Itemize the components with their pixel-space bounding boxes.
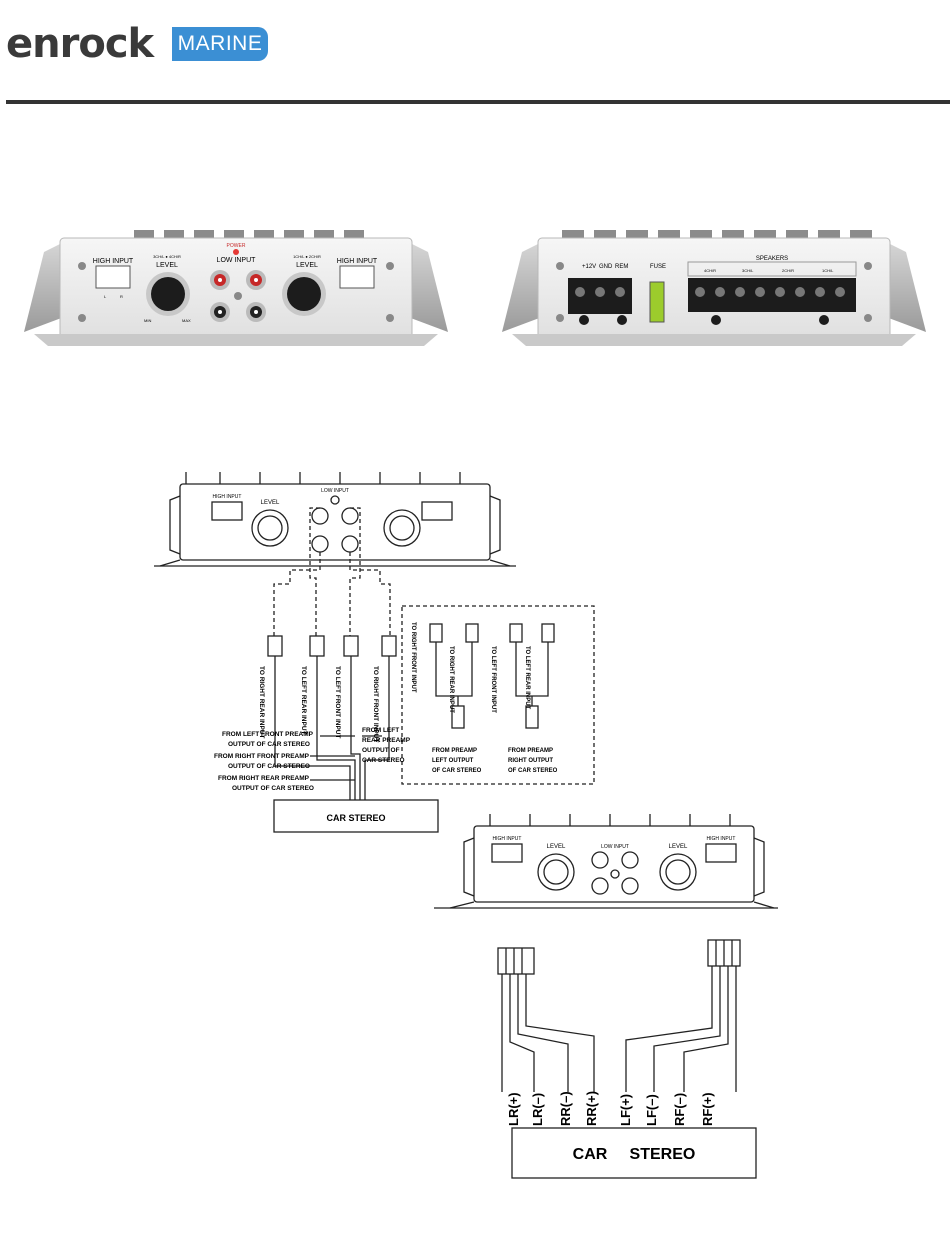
svg-text:TO RIGHT FRONT INPUT: TO RIGHT FRONT INPUT [372,666,379,742]
svg-text:RIGHT OUTPUT: RIGHT OUTPUT [508,758,553,764]
svg-text:+12V: +12V [582,264,596,270]
svg-text:CAR STEREO: CAR STEREO [362,757,405,764]
svg-text:LEVEL: LEVEL [296,262,318,269]
svg-text:LEVEL: LEVEL [547,844,566,850]
svg-text:LEVEL: LEVEL [669,844,688,850]
svg-text:3CH/L: 3CH/L [742,268,754,273]
svg-text:REAR PREAMP: REAR PREAMP [362,737,411,744]
svg-text:LF(+): LF(+) [618,1094,633,1126]
svg-text:1CH/L ● 2CH/R: 1CH/L ● 2CH/R [293,254,321,259]
svg-text:LEVEL: LEVEL [261,500,280,506]
svg-text:LOW INPUT: LOW INPUT [601,844,629,850]
svg-text:HIGH INPUT: HIGH INPUT [213,494,242,500]
svg-text:LEFT OUTPUT: LEFT OUTPUT [432,758,474,764]
svg-text:TO LEFT FRONT INPUT: TO LEFT FRONT INPUT [490,646,496,713]
svg-text:LEVEL: LEVEL [156,262,178,269]
amplifier-rear-panel-photo: +12V GND REM FUSE SPEAKERS 4CH/R 3CH/L 2… [502,230,926,346]
svg-text:LR(+): LR(+) [506,1092,521,1126]
svg-text:FROM LEFT: FROM LEFT [362,727,399,734]
svg-text:L: L [104,294,107,299]
svg-text:TO RIGHT REAR INPUT: TO RIGHT REAR INPUT [448,646,454,713]
svg-text:OUTPUT OF CAR STEREO: OUTPUT OF CAR STEREO [228,741,310,748]
svg-text:REM: REM [615,264,628,270]
low-level-input-wiring-diagram: LEVEL LOW INPUT HIGH INPUT TO RIGHT REAR… [154,472,595,833]
svg-text:R: R [120,294,123,299]
svg-text:RF(+): RF(+) [700,1092,715,1126]
svg-text:OUTPUT OF CAR STEREO: OUTPUT OF CAR STEREO [228,763,310,770]
svg-text:MAX: MAX [182,318,191,323]
svg-text:TO LEFT FRONT INPUT: TO LEFT FRONT INPUT [334,666,341,738]
svg-text:OF CAR STEREO: OF CAR STEREO [432,768,482,774]
svg-text:TO LEFT REAR INPUT: TO LEFT REAR INPUT [524,646,530,710]
svg-text:OUTPUT OF: OUTPUT OF [362,747,400,754]
svg-text:3CH/L ● 4CH/R: 3CH/L ● 4CH/R [153,254,181,259]
svg-text:OF CAR STEREO: OF CAR STEREO [508,768,558,774]
svg-text:RF(–): RF(–) [672,1093,687,1126]
svg-text:MIN: MIN [144,318,151,323]
svg-text:CAR STEREO: CAR STEREO [573,1146,696,1163]
svg-text:OUTPUT OF CAR STEREO: OUTPUT OF CAR STEREO [232,785,314,792]
svg-text:RR(–): RR(–) [558,1091,573,1126]
amplifier-front-panel-photo: POWER LOW INPUT 3CH/L ● 4CH/R 1CH/L ● 2C… [24,230,448,346]
high-level-input-wiring-diagram: LEVEL LEVEL LOW INPUT HIGH INPUT HIGH IN… [434,814,778,1179]
svg-text:CAR STEREO: CAR STEREO [326,813,385,823]
svg-text:FROM LEFT FRONT PREAMP: FROM LEFT FRONT PREAMP [222,731,314,738]
svg-text:LF(–): LF(–) [644,1094,659,1126]
power-led-icon [233,249,239,255]
svg-text:4CH/R: 4CH/R [704,268,716,273]
svg-text:TO RIGHT FRONT INPUT: TO RIGHT FRONT INPUT [410,622,416,693]
svg-text:TO RIGHT REAR INPUT: TO RIGHT REAR INPUT [258,666,265,738]
svg-text:LR(–): LR(–) [530,1093,545,1126]
svg-text:FROM PREAMP: FROM PREAMP [432,748,477,754]
svg-text:FROM PREAMP: FROM PREAMP [508,748,553,754]
svg-text:2CH/R: 2CH/R [782,268,794,273]
svg-text:FROM RIGHT FRONT PREAMP: FROM RIGHT FRONT PREAMP [214,753,310,760]
brand-logo-badge: MARINE [172,27,268,61]
header-divider [6,100,950,104]
svg-text:FUSE: FUSE [650,264,666,270]
svg-text:SPEAKERS: SPEAKERS [756,256,788,262]
svg-text:FROM RIGHT REAR PREAMP: FROM RIGHT REAR PREAMP [218,775,310,782]
svg-text:HIGH INPUT: HIGH INPUT [93,258,134,265]
svg-text:GND: GND [599,264,613,270]
svg-text:POWER: POWER [227,243,246,249]
svg-text:LOW INPUT: LOW INPUT [321,488,349,494]
svg-text:RR(+): RR(+) [584,1091,599,1126]
brand-logo-word: enrock [6,21,154,67]
svg-text:HIGH INPUT: HIGH INPUT [493,836,522,842]
svg-text:HIGH INPUT: HIGH INPUT [337,258,378,265]
svg-text:1CH/L: 1CH/L [822,268,834,273]
svg-text:TO LEFT REAR INPUT: TO LEFT REAR INPUT [300,666,307,735]
svg-text:HIGH INPUT: HIGH INPUT [707,836,736,842]
svg-text:LOW INPUT: LOW INPUT [217,257,257,264]
